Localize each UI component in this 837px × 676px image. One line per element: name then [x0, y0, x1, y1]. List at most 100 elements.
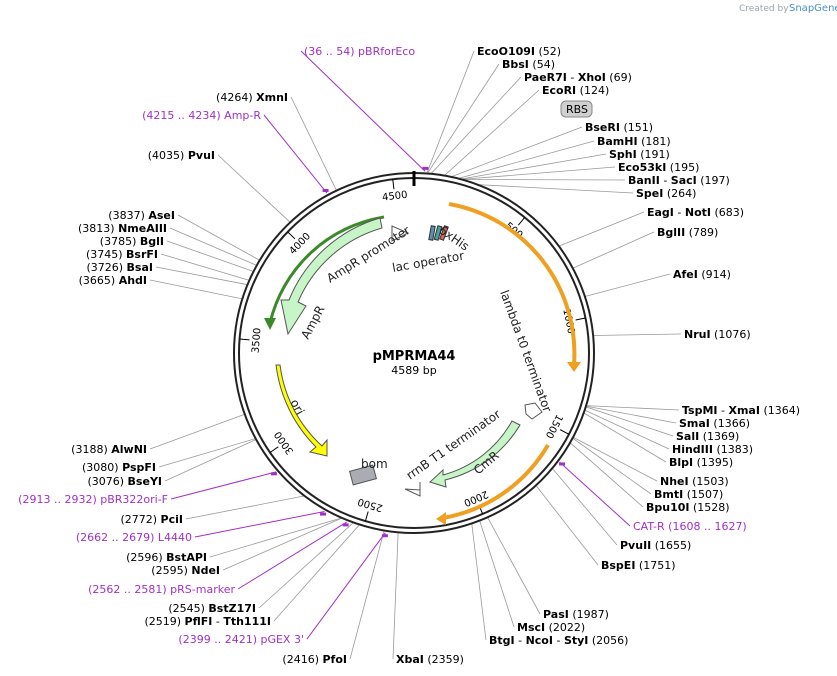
- primer-marker: [320, 512, 327, 516]
- primer-label: (2399 .. 2421) pGEX 3': [178, 633, 304, 646]
- restriction-site-label: (3665) AhdI: [79, 274, 147, 287]
- rbs-badge: [560, 100, 593, 118]
- site-leader-line: [569, 442, 644, 508]
- site-leader-line: [461, 166, 616, 180]
- tick-label: 3500: [251, 327, 264, 353]
- site-leader-line: [392, 532, 399, 660]
- restriction-site-label: HindIII (1383): [672, 443, 753, 456]
- restriction-site-label: Eco53kI (195): [618, 161, 699, 174]
- lambda-arc-arrowhead: [567, 362, 581, 372]
- site-leader-line: [558, 211, 645, 247]
- restriction-site-label: BmtI (1507): [654, 488, 723, 501]
- tick-mark: [575, 317, 586, 321]
- tick-mark: [392, 179, 395, 190]
- plasmid-name: pMPRMA44: [373, 349, 456, 364]
- site-leader-line: [222, 517, 343, 571]
- tick-label: 3000: [273, 429, 297, 456]
- restriction-site-label: SphI (191): [609, 148, 670, 161]
- site-leader-line: [177, 214, 260, 261]
- ori-label: ori: [287, 397, 307, 417]
- tick-mark: [559, 429, 570, 435]
- restriction-site-label: NheI (1503): [660, 475, 729, 488]
- restriction-site-label: BspEI (1751): [601, 559, 676, 572]
- tick-label: 1500: [543, 412, 565, 440]
- site-leader-line: [458, 140, 595, 179]
- cmr-outer-arc: [442, 443, 550, 520]
- tick-label: 4500: [382, 190, 409, 204]
- site-leader-line: [217, 154, 291, 223]
- bom-feature: [348, 464, 378, 486]
- rbs-feature-marker: [439, 225, 449, 241]
- site-leader-line: [426, 50, 475, 174]
- restriction-site-label: (2595) NdeI: [151, 564, 220, 577]
- restriction-site-label: (3813) NmeAIII: [78, 222, 167, 235]
- restriction-site-label: (3188) AlwNI: [71, 443, 147, 456]
- primer-marker: [322, 189, 329, 193]
- primer-marker: [342, 523, 349, 527]
- site-leader-line: [583, 412, 667, 463]
- restriction-site-label: (3726) BsaI: [86, 261, 153, 274]
- site-leader-line: [185, 495, 305, 520]
- site-leader-line: [584, 273, 671, 297]
- restriction-site-label: BamHI (181): [597, 135, 671, 148]
- primer-leader-line: [300, 50, 426, 172]
- site-leader-line: [273, 524, 360, 622]
- lambda-terminator-arrow: [524, 402, 543, 420]
- rrnb-terminator-arrow: [404, 482, 421, 497]
- restriction-site-label: AfeI (914): [673, 268, 731, 281]
- restriction-site-label: BbsI (54): [502, 58, 555, 71]
- primer-label: (36 .. 54) pBRforEco: [304, 45, 415, 58]
- site-leader-line: [149, 413, 245, 450]
- site-leader-line: [155, 266, 248, 286]
- primer-marker: [381, 534, 388, 538]
- site-leader-line: [349, 530, 385, 660]
- primer-label: CAT-R (1608 .. 1627): [633, 520, 747, 533]
- restriction-site-label: (2596) BstAPI: [126, 551, 207, 564]
- restriction-site-label: (4035) PvuI: [148, 149, 215, 162]
- cmr-outer-arc-arrowhead: [436, 512, 446, 525]
- site-leader-line: [450, 126, 583, 178]
- restriction-site-label: (3837) AseI: [108, 209, 175, 222]
- primer-leader-line: [237, 521, 347, 590]
- site-leader-line: [169, 227, 257, 266]
- restriction-site-label: SmaI (1366): [679, 417, 750, 430]
- restriction-site-label: TspMI - XmaI (1364): [682, 404, 800, 417]
- restriction-site-label: EcoO109I (52): [477, 45, 561, 58]
- six-his-marker: [428, 225, 436, 241]
- cmr-feature: [429, 420, 521, 488]
- site-leader-line: [477, 184, 634, 194]
- site-leader-line: [209, 517, 342, 558]
- tick-label: 2500: [357, 495, 385, 513]
- restriction-site-label: BanII - SacI (197): [628, 174, 730, 187]
- restriction-site-label: SpeI (264): [636, 187, 696, 200]
- restriction-site-label: (2545) BstZ17I: [168, 602, 256, 615]
- restriction-site-label: Bpu10I (1528): [646, 501, 730, 514]
- restriction-site-label: EcoRI (124): [542, 84, 609, 97]
- bom-label: bom: [361, 457, 388, 471]
- tick-mark: [269, 446, 279, 453]
- site-leader-line: [290, 96, 337, 191]
- credit-text: Created by: [739, 4, 789, 14]
- site-leader-line: [426, 63, 500, 174]
- restriction-site-label: (4264) XmnI: [216, 91, 288, 104]
- site-leader-line: [487, 517, 541, 615]
- lac-operator-marker: [433, 225, 443, 241]
- lambda-arc: [448, 202, 577, 366]
- restriction-site-label: BglII (789): [657, 226, 718, 239]
- snapgene-logo: SnapGene: [789, 3, 837, 14]
- restriction-site-label: NruI (1076): [684, 328, 751, 341]
- site-leader-line: [471, 523, 487, 641]
- site-leader-line: [593, 333, 682, 336]
- restriction-site-label: EagI - NotI (683): [647, 206, 744, 219]
- restriction-site-label: MscI (2022): [517, 621, 585, 634]
- primer-label: (2662 .. 2679) L4440: [76, 531, 192, 544]
- site-leader-line: [164, 439, 257, 482]
- tick-mark: [287, 231, 296, 240]
- plasmid-length: 4589 bp: [391, 364, 436, 377]
- restriction-site-label: SalI (1369): [676, 430, 739, 443]
- primer-leader-line: [194, 510, 325, 538]
- site-leader-line: [160, 253, 250, 281]
- ampr-promoter-arrow: [391, 225, 410, 242]
- restriction-site-label: (2519) PflFI - Tth111I: [144, 615, 271, 628]
- lac-operator-label: lac operator: [391, 249, 465, 275]
